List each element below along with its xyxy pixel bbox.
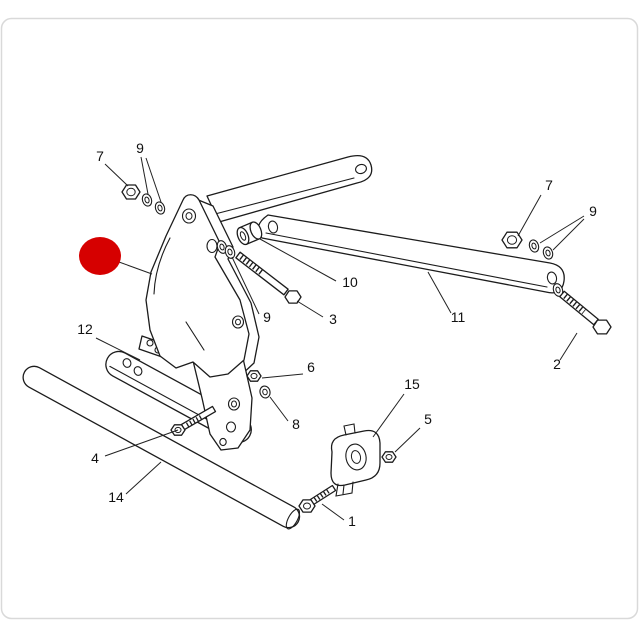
bushing-part-10 bbox=[236, 221, 263, 246]
leader-line-4 bbox=[104, 429, 179, 457]
part-label-4: 4 bbox=[91, 450, 99, 466]
leader-line-5 bbox=[394, 427, 421, 453]
nut-part-6 bbox=[246, 370, 262, 382]
cross-shaft-part-14 bbox=[22, 365, 301, 530]
upper-link-arm bbox=[206, 154, 373, 223]
washers-part-9-right bbox=[528, 239, 554, 260]
part-label-9a: 9 bbox=[136, 140, 144, 156]
leader-line-9a bbox=[140, 156, 149, 195]
nut-part-7-left bbox=[121, 184, 141, 200]
bolt-part-2 bbox=[552, 283, 612, 335]
part-label-6: 6 bbox=[307, 359, 315, 375]
washers-part-9-left bbox=[141, 193, 166, 215]
part-label-11: 11 bbox=[451, 309, 466, 325]
bolt-part-1 bbox=[298, 484, 337, 513]
leader-line-6 bbox=[261, 373, 304, 379]
highlight-leader-line bbox=[118, 261, 153, 275]
leader-line-9a bbox=[145, 157, 162, 203]
leader-line-9c bbox=[539, 215, 585, 244]
leader-line-7b bbox=[517, 194, 542, 237]
image-frame-border bbox=[0, 17, 639, 620]
leader-line-8 bbox=[269, 396, 289, 422]
part-label-8: 8 bbox=[292, 416, 300, 432]
part-label-9c: 9 bbox=[589, 203, 597, 219]
leader-line-10 bbox=[259, 238, 337, 282]
part-label-10: 10 bbox=[342, 274, 358, 290]
leader-line-15 bbox=[372, 393, 405, 438]
clamp-part-15 bbox=[330, 423, 381, 497]
part-label-1: 1 bbox=[348, 513, 356, 529]
leader-line-7a bbox=[104, 163, 129, 187]
part-label-9b: 9 bbox=[263, 309, 271, 325]
drawing-layer bbox=[22, 154, 612, 530]
labels-layer: 7 9 10 3 9 11 7 9 2 12 6 8 4 14 15 5 1 bbox=[77, 140, 597, 529]
washers-part-9-middle bbox=[216, 240, 236, 259]
part-label-7b: 7 bbox=[545, 177, 553, 193]
part-label-3: 3 bbox=[329, 311, 337, 327]
selected-part-highlight bbox=[79, 237, 121, 275]
washer-part-8 bbox=[259, 385, 271, 399]
part-label-5: 5 bbox=[424, 411, 432, 427]
leader-line-12 bbox=[95, 337, 141, 361]
bolt-part-3 bbox=[235, 251, 302, 304]
leader-line-1 bbox=[321, 503, 345, 521]
part-label-2: 2 bbox=[553, 356, 561, 372]
leader-line-9c bbox=[552, 218, 585, 251]
leader-line-3 bbox=[296, 300, 324, 318]
leader-line-9b bbox=[231, 256, 260, 315]
part-label-14: 14 bbox=[108, 489, 124, 505]
leader-line-2 bbox=[559, 332, 578, 361]
bolt-part-4 bbox=[170, 405, 217, 436]
leader-line-14 bbox=[125, 461, 162, 495]
nut-part-5 bbox=[381, 451, 397, 463]
part-label-7a: 7 bbox=[96, 148, 104, 164]
leader-line-11 bbox=[427, 271, 452, 314]
lift-arm-part-11 bbox=[257, 214, 565, 294]
part-label-15: 15 bbox=[404, 376, 420, 392]
part-label-12: 12 bbox=[77, 321, 93, 337]
nut-part-7-right bbox=[501, 231, 523, 249]
